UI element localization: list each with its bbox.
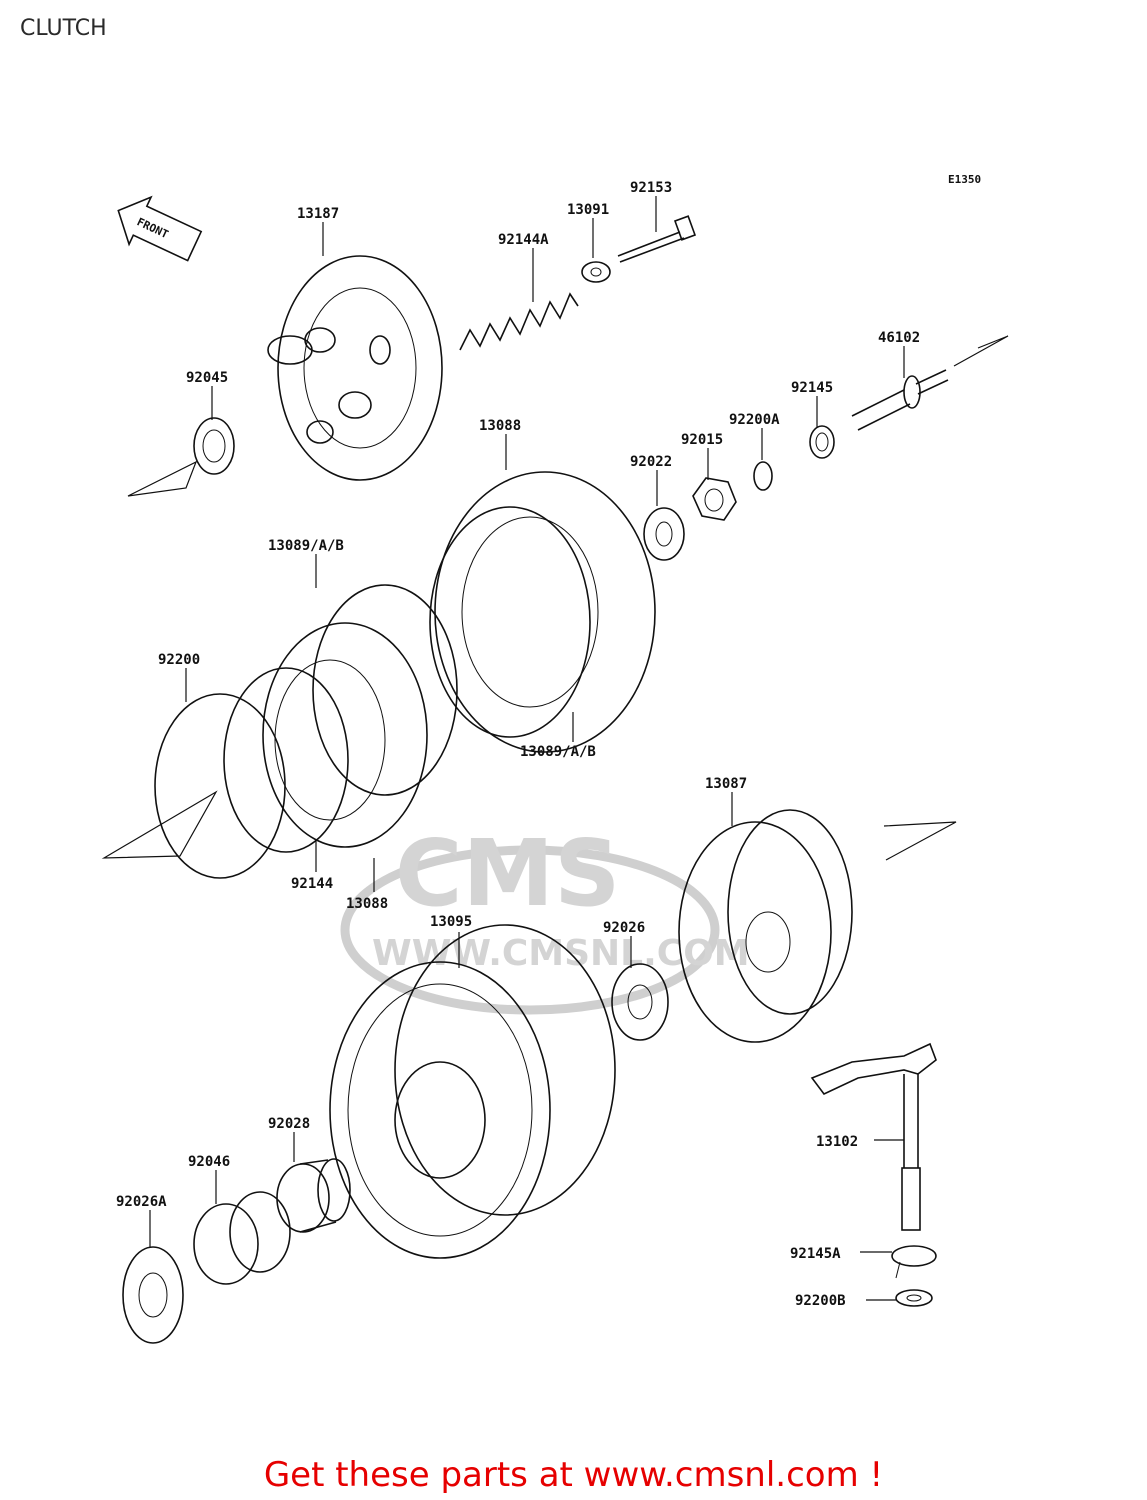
- friction-plate-13088-top: [434, 471, 656, 753]
- page-title: CLUTCH: [20, 16, 107, 41]
- clutch-housing-13095: [329, 924, 616, 1259]
- spring-92145: [809, 425, 835, 459]
- part-label-92028: 92028: [268, 1116, 310, 1132]
- front-arrow: FRONT: [117, 195, 203, 262]
- washer-92026A: [122, 1246, 184, 1344]
- part-label-92026A: 92026A: [116, 1194, 167, 1210]
- part-label-92022: 92022: [630, 454, 672, 470]
- bearing-92045: [193, 417, 235, 475]
- pushrod-46102: [851, 369, 949, 431]
- washer-92026: [611, 963, 669, 1041]
- part-label-92145: 92145: [791, 380, 833, 396]
- part-label-13089-left: 13089/A/B: [268, 538, 344, 554]
- part-label-46102: 46102: [878, 330, 920, 346]
- part-label-13087: 13087: [705, 776, 747, 792]
- part-label-13102: 13102: [816, 1134, 858, 1150]
- part-label-92015: 92015: [681, 432, 723, 448]
- washer-13091: [581, 261, 611, 283]
- clutch-hub-13087: [678, 809, 853, 1043]
- washer-92200A: [753, 461, 773, 491]
- ring-92200: [154, 693, 286, 879]
- part-label-92200: 92200: [158, 652, 200, 668]
- footer-link-text[interactable]: Get these parts at www.cmsnl.com !: [263, 1455, 884, 1495]
- part-label-92026: 92026: [603, 920, 645, 936]
- needle-bearing-92046: [193, 1191, 291, 1285]
- part-labels: 13187 13091 92153 92144A 46102 92045 921…: [116, 180, 920, 1309]
- spring-92144A: [459, 292, 579, 351]
- part-label-13187: 13187: [297, 206, 339, 222]
- part-label-13095: 13095: [430, 914, 472, 930]
- part-label-13088-top: 13088: [479, 418, 521, 434]
- nut-92015: [692, 477, 737, 521]
- leader-lines: [101, 196, 1009, 1301]
- front-arrow-label: FRONT: [135, 215, 171, 241]
- washer-92022: [643, 507, 685, 561]
- part-label-92200B: 92200B: [795, 1293, 846, 1309]
- spring-ring-92144: [223, 667, 349, 853]
- watermark-url: WWW.CMSNL.COM: [372, 933, 750, 974]
- part-label-92045: 92045: [186, 370, 228, 386]
- washer-92200B: [895, 1289, 933, 1307]
- spring-92145A: [891, 1245, 937, 1279]
- steel-plate-13089-right: [429, 506, 591, 738]
- part-label-13089-right: 13089/A/B: [520, 744, 596, 760]
- bolt-92153: [617, 215, 697, 263]
- part-label-92144A: 92144A: [498, 232, 549, 248]
- release-shaft-13102: [810, 1042, 937, 1231]
- friction-plate-13088-bottom: [262, 622, 428, 848]
- part-label-13091: 13091: [567, 202, 609, 218]
- part-label-92144: 92144: [291, 876, 333, 892]
- part-label-92145A: 92145A: [790, 1246, 841, 1262]
- pressure-plate-13187: [267, 255, 443, 481]
- part-label-92153: 92153: [630, 180, 672, 196]
- part-label-92046: 92046: [188, 1154, 230, 1170]
- drawing-code: E1350: [948, 173, 981, 186]
- part-label-92200A: 92200A: [729, 412, 780, 428]
- cmsnl-watermark: CMS WWW.CMSNL.COM: [340, 820, 750, 1015]
- steel-plate-13089-left: [312, 584, 458, 796]
- sleeve-92028: [276, 1158, 351, 1233]
- watermark-logo: CMS: [395, 820, 620, 927]
- part-label-13088-bottom: 13088: [346, 896, 388, 912]
